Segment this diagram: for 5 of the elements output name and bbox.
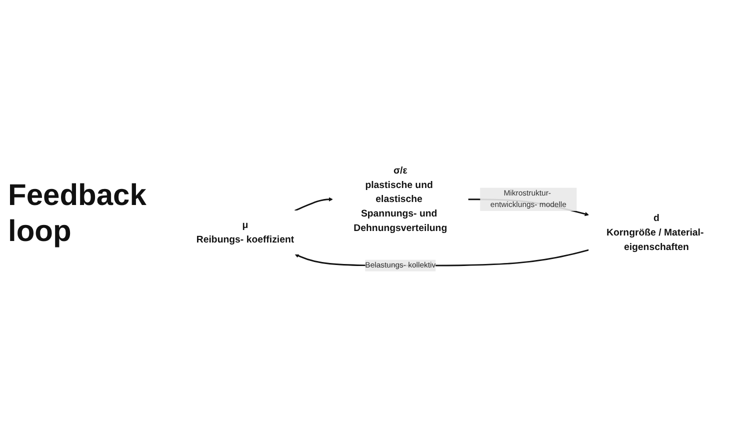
node-text: μ Reibungs- koeffizient bbox=[196, 220, 294, 246]
arrow bbox=[294, 198, 333, 212]
node-text: d Korngröße / Material- eigenschaften bbox=[606, 213, 704, 253]
center-label: Feedback loop bbox=[8, 178, 148, 250]
node-text: σ/ε plastische und elastische Spannungs- und Dehnungsverteilung bbox=[354, 165, 448, 234]
